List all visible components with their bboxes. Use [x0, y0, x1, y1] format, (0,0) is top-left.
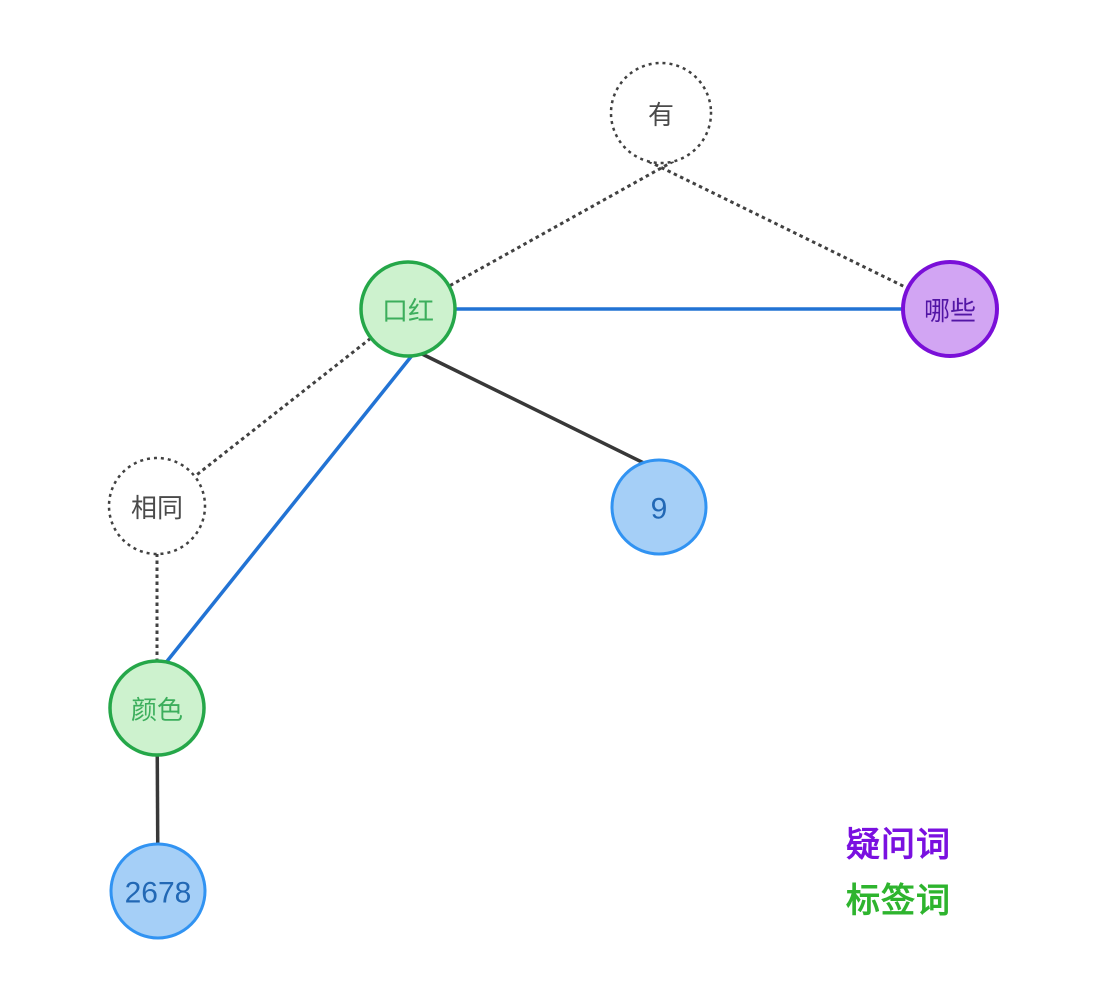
- node-circle-same: [107, 456, 207, 556]
- graph-node-lipstick[interactable]: 口红: [359, 260, 457, 358]
- graph-node-num-9[interactable]: 9: [610, 458, 708, 556]
- legend-item-tag-word: 标签词: [846, 882, 951, 920]
- graph-edge-have-which: [647, 159, 953, 312]
- node-label-have: 有: [648, 100, 674, 130]
- node-label-lipstick: 口红: [382, 296, 434, 326]
- graph-node-same[interactable]: 相同: [107, 456, 207, 556]
- node-label-color: 颜色: [131, 695, 183, 725]
- node-label-num-2678: 2678: [125, 877, 192, 910]
- graph-edge-lipstick-same: [154, 306, 411, 509]
- graph-edge-lipstick-num-9: [417, 350, 655, 470]
- node-circle-which: [901, 260, 999, 358]
- graph-node-have[interactable]: 有: [609, 61, 713, 165]
- node-circle-lipstick: [359, 260, 457, 358]
- node-label-same: 相同: [131, 493, 183, 523]
- graph-node-which[interactable]: 哪些: [901, 260, 999, 358]
- graph-edge-have-lipstick: [405, 159, 675, 312]
- node-circle-have: [609, 61, 713, 165]
- graph-node-color[interactable]: 颜色: [108, 659, 206, 757]
- graph-edge-lipstick-color: [158, 346, 420, 672]
- node-label-which: 哪些: [924, 296, 976, 326]
- node-circle-num-9: [610, 458, 708, 556]
- graph-node-num-2678[interactable]: 2678: [109, 842, 207, 940]
- node-circle-color: [108, 659, 206, 757]
- node-label-num-9: 9: [651, 493, 668, 526]
- node-circle-num-2678: [109, 842, 207, 940]
- legend: 疑问词 标签词: [846, 828, 951, 940]
- legend-item-question-word: 疑问词: [846, 826, 951, 864]
